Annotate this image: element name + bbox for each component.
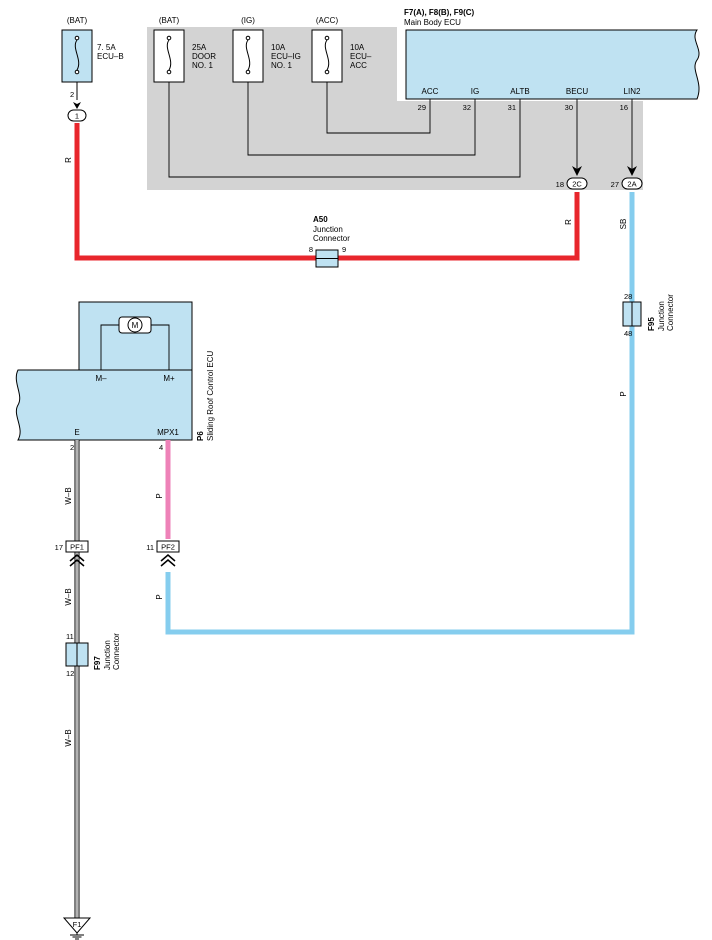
p6-name: Sliding Roof Control ECU (206, 351, 215, 441)
p6-motor-box (78, 301, 193, 371)
pf2-connector (156, 540, 180, 553)
a50-id: A50 (313, 215, 328, 224)
pf1-chevron-icon (69, 554, 85, 567)
p6-id: P6 (196, 431, 205, 441)
fuse-ig-icon (245, 35, 251, 75)
ground-triangle (62, 917, 92, 934)
p6-m-minus: M– (95, 374, 107, 383)
fuse-ecub-name: ECU–B (97, 52, 124, 61)
main-ecu-title: F7(A), F8(B), F9(C) (404, 8, 475, 17)
sb-wire (165, 192, 635, 635)
f95-name-1: Junction (657, 301, 666, 331)
wire-label-p-upper: P (155, 493, 164, 498)
main-ecu-name: Main Body ECU (404, 18, 461, 27)
f97-name-2: Connector (112, 633, 121, 670)
internal-wires (168, 82, 633, 178)
connector-1-arrow-icon (73, 102, 81, 109)
a50-name-1: Junction (313, 225, 343, 234)
fuse-door-rating: 25A (192, 43, 207, 52)
fuse-door-number: NO. 1 (192, 61, 213, 70)
terminal-lin2-label: LIN2 (624, 87, 641, 96)
connector-1-label: 1 (75, 112, 79, 121)
wire-label-wb-1: W–B (64, 487, 73, 504)
f95-name-2: Connector (666, 294, 675, 331)
fuse-acc-name: ECU– (350, 52, 372, 61)
p6-e-label: E (74, 428, 79, 437)
pf2-chevron-icon (160, 554, 176, 567)
f97-pin-top: 11 (66, 632, 74, 641)
p6-mpx1-label: MPX1 (157, 428, 179, 437)
fuse-ig-number: NO. 1 (271, 61, 292, 70)
fuse-acc-source: (ACC) (316, 16, 339, 25)
pf1-pin: 17 (55, 543, 63, 552)
ground-icon (70, 933, 84, 940)
fuse-ecub-source: (BAT) (67, 16, 88, 25)
main-body-ecu-box (405, 29, 700, 100)
p6-ecu-box (15, 369, 193, 441)
wire-label-p-right: P (619, 391, 628, 396)
fuse-acc-rating: 10A (350, 43, 365, 52)
f97-name-1: Junction (103, 640, 112, 670)
f97-pin-bottom: 12 (66, 669, 74, 678)
connector-1 (67, 109, 87, 122)
fuse-door-icon (166, 35, 172, 75)
fuse-ecub-icon (74, 35, 80, 75)
p6-m-plus: M+ (163, 374, 175, 383)
terminal-altb-label: ALTB (510, 87, 529, 96)
terminal-acc-label: ACC (422, 87, 439, 96)
terminal-lin2-pin: 16 (620, 103, 628, 112)
wire-label-wb-3: W–B (64, 729, 73, 746)
fuse-ig-source: (IG) (241, 16, 255, 25)
a50-name-2: Connector (313, 234, 350, 243)
connector-2a-arrow-icon (627, 166, 637, 176)
fuse-acc-suffix: ACC (350, 61, 367, 70)
terminal-acc-pin: 29 (418, 103, 426, 112)
terminal-ig-label: IG (471, 87, 479, 96)
pf2-pin: 11 (146, 543, 154, 552)
connector-2c (566, 177, 588, 190)
ground-label: F1 (73, 920, 82, 929)
connector-2a (621, 177, 643, 190)
pf1-label: PF1 (70, 543, 84, 552)
terminal-becu-pin: 30 (565, 103, 573, 112)
wire-label-sb: SB (619, 219, 628, 230)
fuse-ecub-rating: 7. 5A (97, 43, 116, 52)
f95-id: F95 (647, 317, 656, 331)
a50-pin-left: 8 (309, 245, 313, 254)
pf1-connector (65, 540, 89, 553)
fuse-acc-icon (324, 35, 330, 75)
fuse-ig-name: ECU–IG (271, 52, 301, 61)
connector-2c-pin: 18 (556, 180, 564, 189)
connector-2a-pin: 27 (611, 180, 619, 189)
wire-label-r-left: R (64, 157, 73, 163)
wire-label-p-lower: P (155, 594, 164, 599)
motor-icon (127, 317, 143, 333)
connector-2c-arrow-icon (572, 166, 582, 176)
terminal-becu-label: BECU (566, 87, 588, 96)
junction-block-area (147, 27, 643, 190)
terminal-altb-pin: 31 (508, 103, 516, 112)
motor-label: M (132, 321, 139, 330)
wire-label-wb-2: W–B (64, 588, 73, 605)
pf2-label: PF2 (161, 543, 175, 552)
fuse-door-name: DOOR (192, 52, 216, 61)
fuse-door-source: (BAT) (159, 16, 180, 25)
p6-mpx1-pin: 4 (159, 443, 163, 452)
f97-id: F97 (93, 656, 102, 670)
connector-2a-label: 2A (627, 180, 636, 189)
f95-pin-top: 28 (624, 292, 632, 301)
fuse-ecub-pin: 2 (70, 90, 74, 99)
connector-2c-label: 2C (572, 180, 582, 189)
a50-pin-right: 9 (342, 245, 346, 254)
wire-label-r-right: R (564, 219, 573, 225)
terminal-ig-pin: 32 (463, 103, 471, 112)
fuse-ig-rating: 10A (271, 43, 286, 52)
f95-pin-bottom: 48 (624, 329, 632, 338)
p6-e-pin: 2 (70, 443, 74, 452)
